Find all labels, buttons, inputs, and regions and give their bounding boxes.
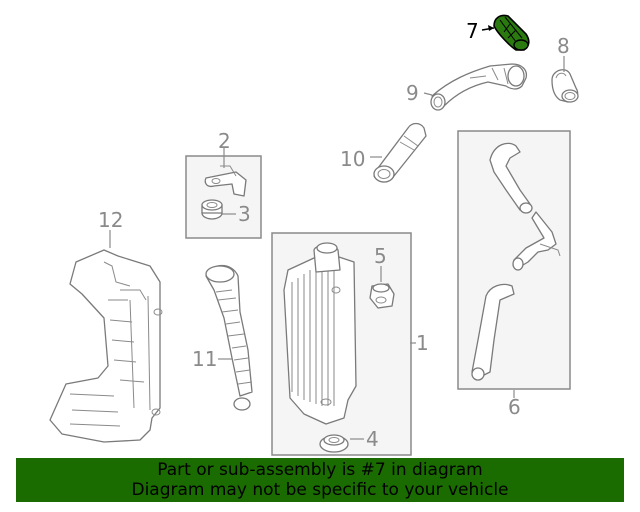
callout-12: 12 (98, 208, 123, 232)
part-9-intake-pipe[interactable] (430, 63, 528, 111)
callout-4: 4 (366, 427, 379, 451)
callout-5: 5 (374, 244, 387, 268)
callout-10: 10 (340, 147, 365, 171)
callout-2: 2 (218, 129, 231, 153)
part-12-air-duct[interactable] (49, 249, 163, 443)
banner-line-2: Diagram may not be specific to your vehi… (131, 480, 509, 500)
part-11-flex-hose[interactable] (205, 264, 253, 411)
part-2-bracket[interactable] (204, 165, 247, 197)
callout-9: 9 (406, 81, 419, 105)
part-7-boot[interactable] (493, 14, 530, 51)
info-banner: Part or sub-assembly is #7 in diagram Di… (16, 458, 624, 502)
part-8-elbow[interactable] (551, 69, 579, 103)
callout-8: 8 (557, 34, 570, 58)
part-3-grommet[interactable] (201, 199, 223, 220)
callout-6: 6 (508, 395, 521, 419)
part-4-grommet[interactable] (319, 434, 349, 453)
part-5-sensor[interactable] (369, 283, 395, 309)
banner-line-1: Part or sub-assembly is #7 in diagram (157, 460, 483, 480)
part-1-intercooler[interactable] (283, 242, 357, 425)
arrow-7 (488, 25, 494, 31)
group-box-2-3 (185, 155, 262, 239)
callout-3: 3 (238, 202, 251, 226)
callout-7: 7 (466, 19, 479, 43)
part-6-hoses[interactable] (471, 142, 561, 381)
callout-11: 11 (192, 347, 217, 371)
callout-1: 1 (416, 331, 429, 355)
part-10-pipe[interactable] (373, 122, 427, 183)
